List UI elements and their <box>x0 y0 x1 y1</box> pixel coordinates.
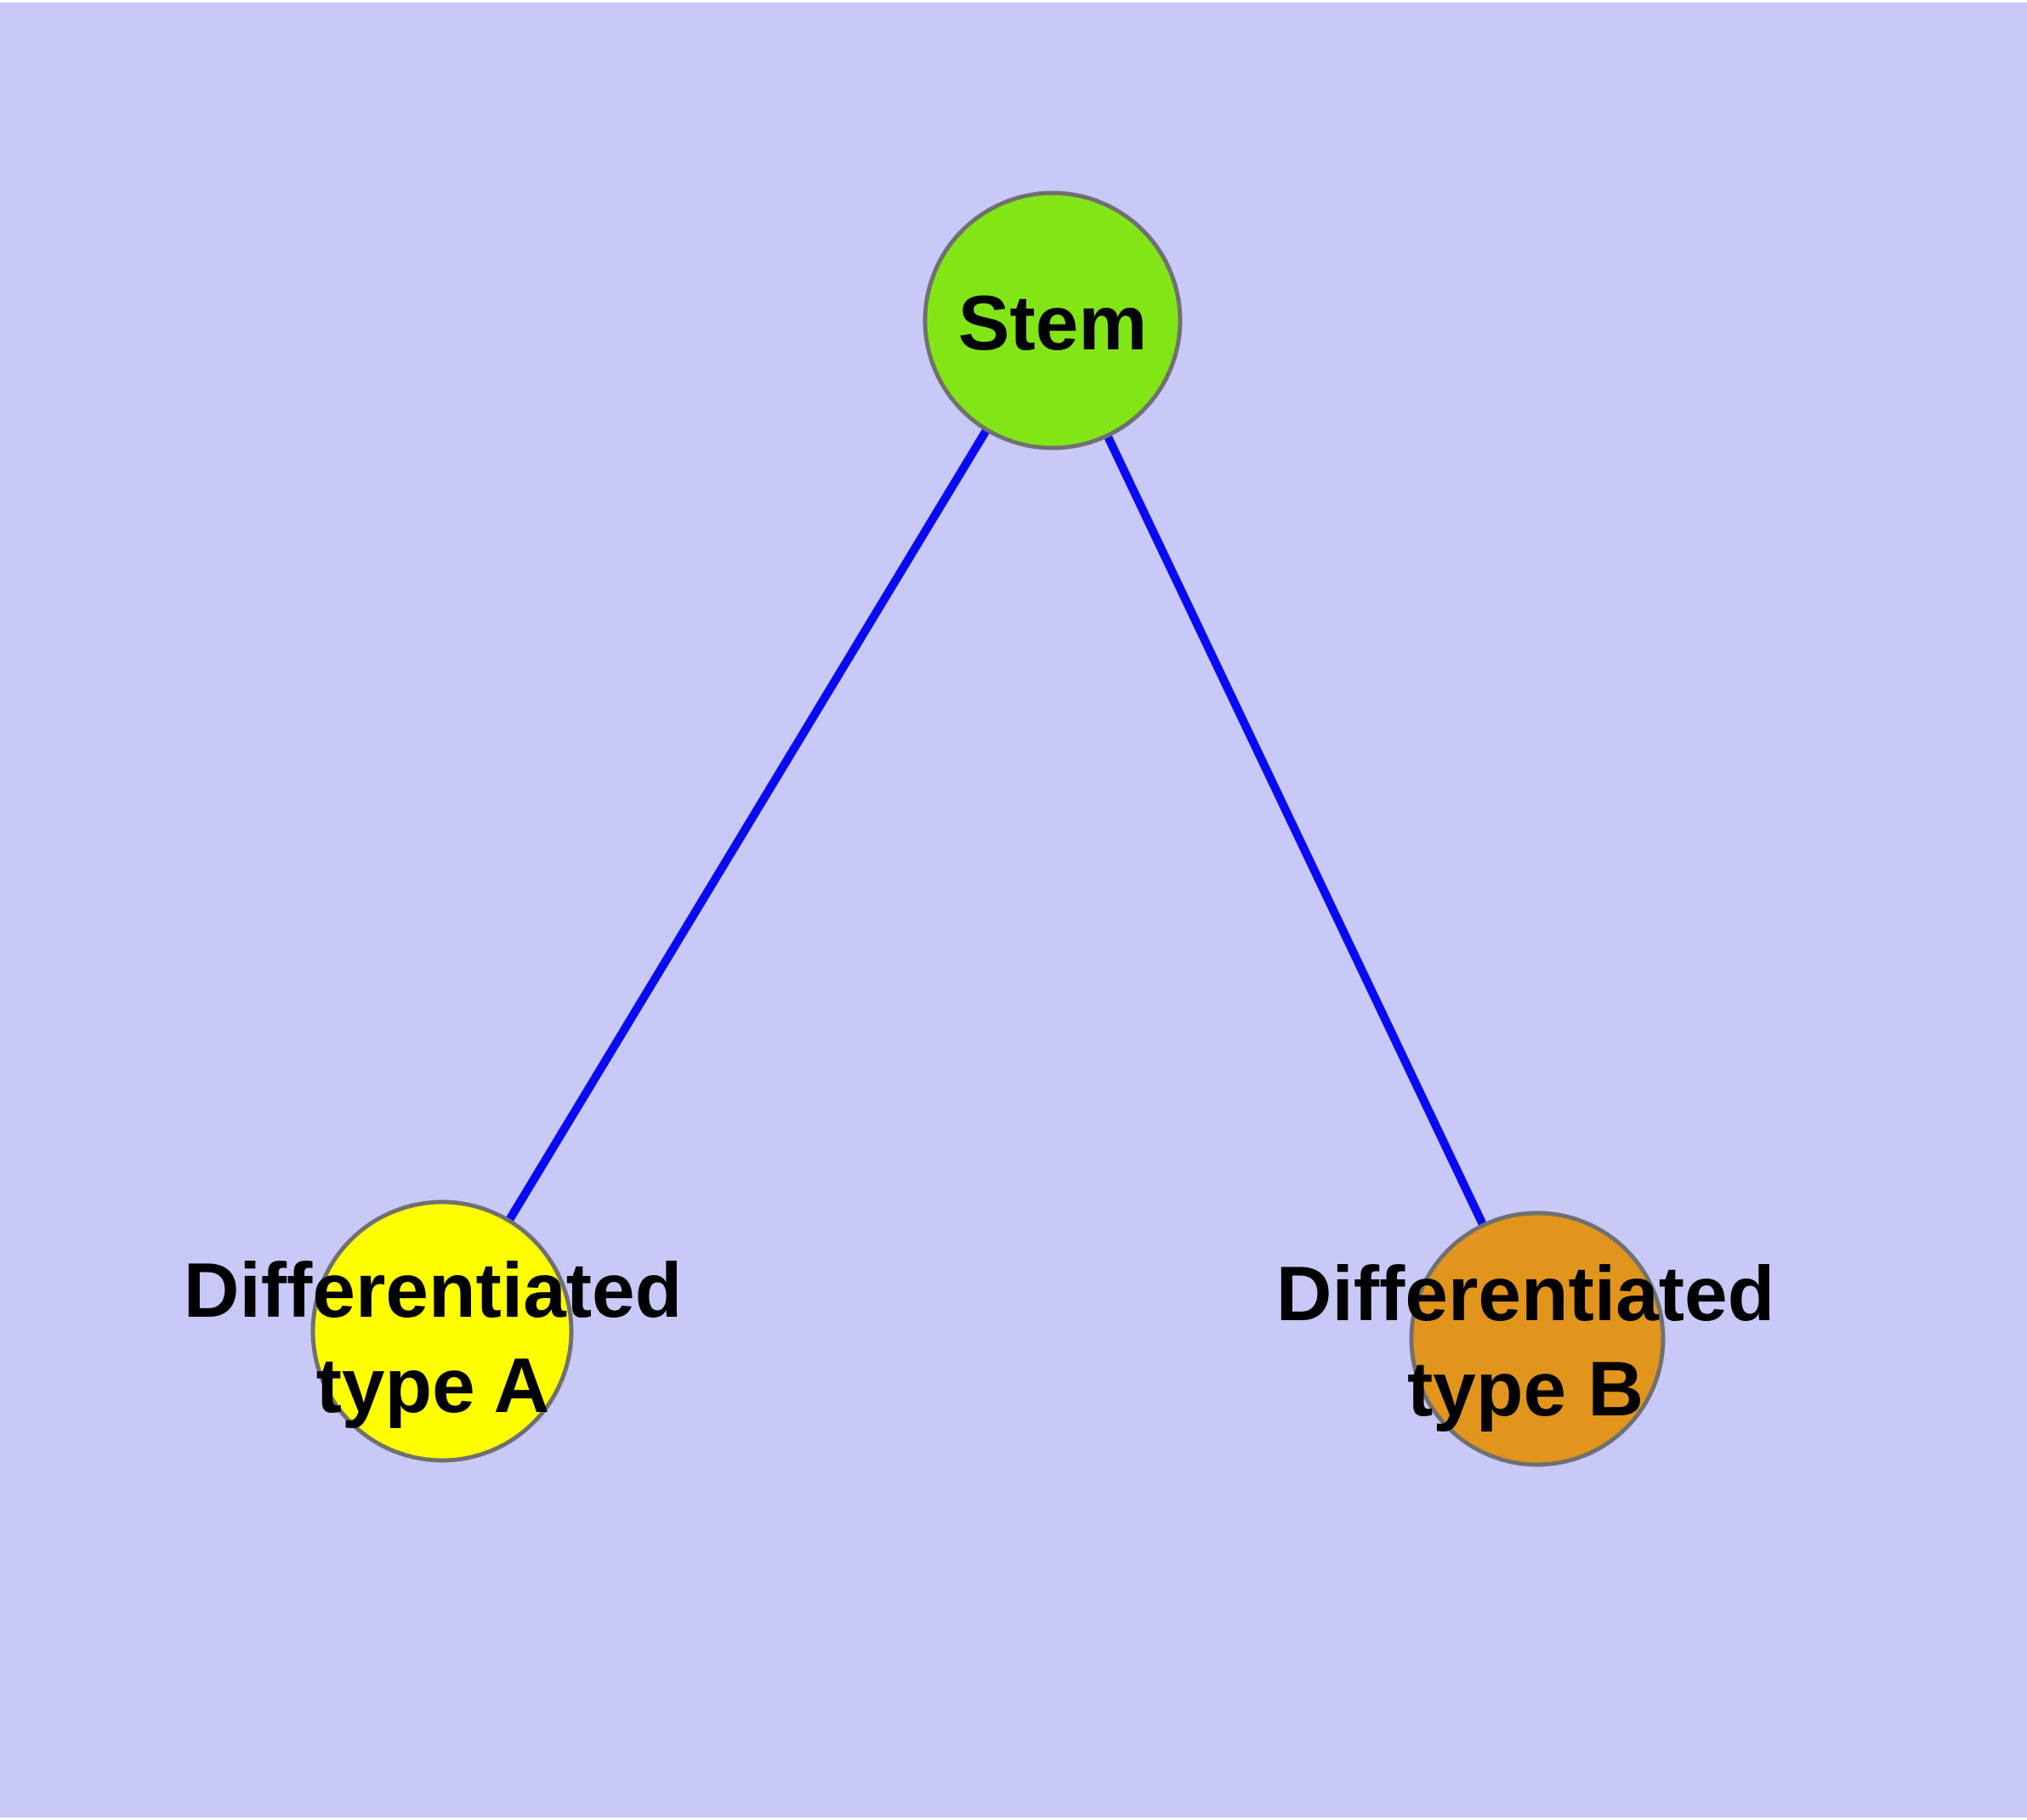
node-type-a-circle <box>310 1199 574 1463</box>
edge-stem-to-type-a <box>438 318 1057 1334</box>
edge-stem-to-type-b <box>1048 318 1542 1341</box>
node-type-b-label-line2: type B <box>1406 1347 1644 1432</box>
diagram-canvas: Stem Differentiated type A Differentiate… <box>0 3 2027 1817</box>
node-type-b-label-line1: Differentiated <box>1275 1251 1775 1337</box>
node-stem-label: Stem <box>957 281 1148 366</box>
node-type-a-label-line2: type A <box>315 1343 550 1429</box>
node-stem-circle <box>923 190 1183 451</box>
node-type-b-label: Differentiated type B <box>1276 1247 1775 1437</box>
node-type-a-label-line1: Differentiated <box>183 1248 683 1334</box>
node-type-b-circle <box>1409 1210 1666 1467</box>
graph-svg <box>310 190 1666 1467</box>
node-type-a-label: Differentiated type A <box>184 1244 683 1434</box>
